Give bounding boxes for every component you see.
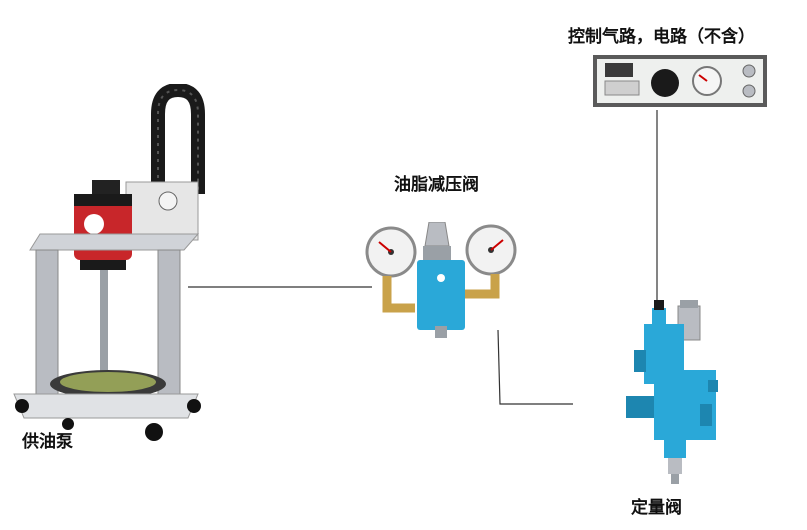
- oil-supply-pump: [8, 84, 208, 444]
- pressure-reducing-valve: [365, 222, 525, 342]
- control-label: 控制气路，电路（不含）: [568, 22, 755, 47]
- metering-valve: [620, 300, 730, 490]
- reducing-valve-label: 油脂减压阀: [394, 170, 479, 195]
- control-unit: [593, 55, 767, 107]
- metering-valve-label: 定量阀: [631, 493, 682, 518]
- pump-label: 供油泵: [22, 427, 73, 452]
